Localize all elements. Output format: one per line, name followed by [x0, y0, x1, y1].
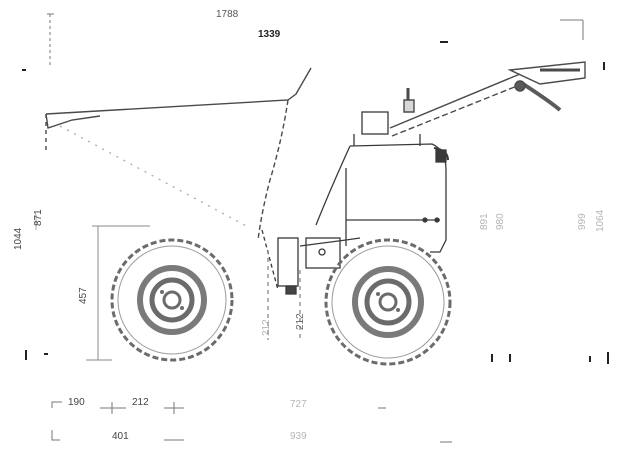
handlebar	[389, 61, 605, 137]
dimension-offset-b: 212	[295, 313, 306, 330]
ground-markers	[25, 350, 609, 364]
tipping-hinge	[261, 229, 341, 340]
dimension-overall-height: 1044	[13, 227, 24, 250]
dimension-bucket-length: 1339	[258, 29, 281, 40]
dimension-side-height: 871	[33, 209, 44, 226]
dimension-overall-length: 1788	[216, 9, 239, 20]
bottom-dimension-lines	[51, 401, 452, 443]
front-wheel	[110, 238, 234, 362]
dump-bucket	[45, 67, 312, 241]
dimension-bottom-b: 212	[132, 397, 149, 408]
dimension-height-b: 980	[495, 213, 506, 230]
dimension-bottom-a: 190	[68, 397, 85, 408]
dimension-height-c: 999	[577, 213, 588, 230]
rear-wheel	[324, 238, 452, 366]
dimension-height-d: 1064	[595, 209, 606, 232]
dimension-offset-a: 212	[261, 319, 272, 336]
top-dimension-lines	[22, 13, 584, 71]
dimension-bottom-c: 401	[112, 431, 129, 442]
dimension-bottom-e: 939	[290, 431, 307, 442]
wheel-height-dimension	[35, 214, 150, 361]
dimension-wheel-diameter: 457	[78, 287, 89, 304]
chassis-body	[299, 111, 449, 253]
dimension-bottom-d: 727	[290, 399, 307, 410]
dimension-height-a: 891	[479, 213, 490, 230]
